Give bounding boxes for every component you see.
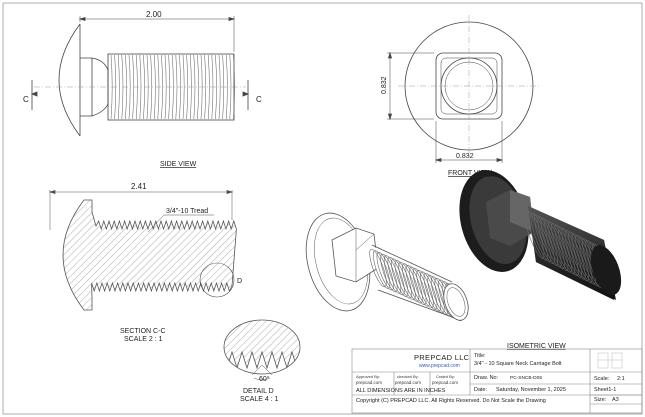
thread-ring	[554, 224, 576, 275]
thread-ring	[544, 219, 565, 270]
thread-line	[225, 54, 228, 120]
thread-line	[171, 54, 174, 120]
thread-ring	[540, 217, 562, 268]
thread-line	[186, 54, 189, 120]
thread-ring	[571, 233, 593, 283]
section-dim-length: 2.41	[131, 182, 147, 191]
copyright-note: Copyright (C) PREPCAD LLC. All Rights Re…	[356, 398, 546, 404]
created-label: Crated By:	[436, 374, 455, 379]
thread-ring	[537, 216, 559, 266]
thread-line	[193, 54, 196, 120]
section-view-scale: SCALE 2 : 1	[124, 336, 163, 343]
thread-line	[204, 54, 207, 120]
thread-ring	[530, 212, 552, 263]
detail-view-label: DETAIL D	[243, 388, 274, 395]
section-thread-note: 3/4"-10 Tread	[166, 208, 208, 215]
front-view-label: FRONT VIEW	[448, 170, 492, 177]
thread-ring	[523, 209, 545, 259]
front-view	[387, 15, 540, 163]
detail-view-scale: SCALE 4 : 1	[240, 396, 279, 403]
drawing-title: 3/4" - 10 Square Neck Carriage Bolt	[474, 361, 562, 367]
side-view-label: SIDE VIEW	[160, 161, 197, 168]
isometric-solid	[459, 170, 622, 300]
detail-view	[223, 319, 301, 381]
side-dim-length: 2.00	[146, 10, 162, 19]
thread-line	[150, 54, 153, 120]
thread-ring	[527, 210, 548, 261]
side-section-mark-right: C	[256, 95, 262, 104]
thread-line	[215, 54, 217, 120]
thread-ring	[568, 231, 589, 282]
units-note: ALL DIMENSIONS ARE IN INCHES	[356, 388, 446, 394]
size-value: A3	[612, 397, 619, 403]
thread-ring	[564, 229, 586, 280]
drawing-date: Saturday, November 1, 2025	[496, 387, 566, 393]
title-block: PREPCAD LLC www.prepcad.com Approved By:…	[352, 349, 642, 413]
scale-label: Scale:	[594, 376, 610, 382]
thread-ring	[561, 228, 583, 278]
front-dim-width: 0.832	[456, 153, 474, 160]
thread-ring	[575, 234, 596, 285]
detail-angle: 60°	[259, 375, 270, 383]
size-label: Size:	[594, 397, 607, 403]
section-view	[48, 189, 237, 311]
created-by: prepcad.com	[432, 380, 459, 385]
thread-line	[175, 54, 178, 120]
company-website: www.prepcad.com	[419, 363, 460, 369]
isometric-view-label: ISOMETRIC VIEW	[507, 343, 566, 350]
title-label: Title:	[474, 353, 486, 359]
sheet-number: Sheet1-1	[594, 387, 617, 393]
approved-label: Approved By:	[356, 374, 381, 379]
thread-ring	[551, 222, 572, 273]
thread-line	[229, 54, 232, 120]
draw-no-label: Draw. No:	[474, 375, 499, 381]
thread-line	[139, 54, 142, 120]
checked-by: prepcad.com	[395, 380, 422, 385]
section-view-label: SECTION C-C	[120, 328, 166, 335]
approved-by: prepcad.com	[356, 380, 383, 385]
thread-line	[161, 54, 163, 120]
checked-label: checked By:	[397, 374, 419, 379]
thread-line	[182, 54, 185, 120]
front-dim-height: 0.832	[381, 76, 388, 94]
thread-line	[218, 54, 221, 120]
thread-ring	[547, 221, 569, 271]
thread-line	[207, 54, 210, 120]
draw-no: PC-SNCB-D05	[510, 376, 542, 381]
thread-line	[197, 54, 199, 120]
company-name: PREPCAD LLC	[414, 353, 470, 362]
detail-mark: D	[237, 278, 242, 285]
side-section-mark-left: C	[23, 95, 29, 104]
scale-value: 2:1	[617, 376, 625, 382]
title-block-logo-marks	[597, 352, 623, 369]
isometric-wireframe	[305, 212, 469, 322]
side-view	[30, 16, 250, 137]
date-label: Date:	[474, 387, 488, 393]
title-block-grid	[351, 348, 643, 414]
